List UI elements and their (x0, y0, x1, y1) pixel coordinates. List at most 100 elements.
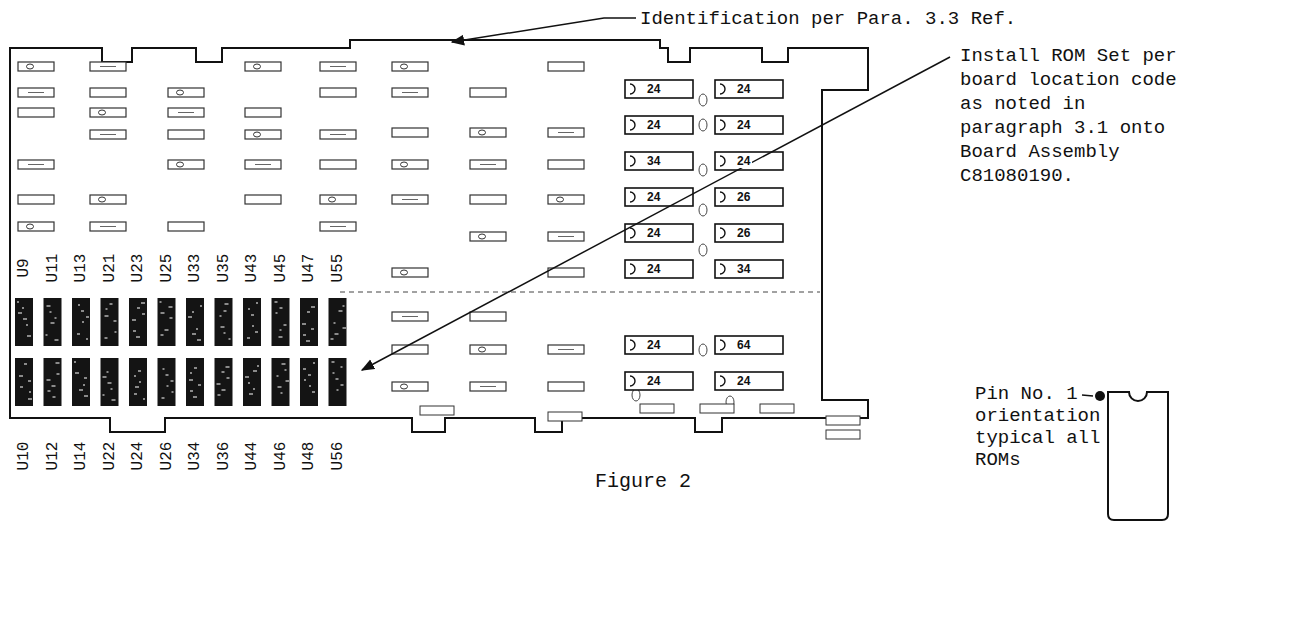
board-outline (10, 40, 868, 432)
rom-texture (193, 396, 197, 398)
component-mark (254, 132, 261, 137)
socket-label: U55 (330, 254, 346, 283)
component-mark (28, 164, 44, 165)
rom-texture (162, 397, 165, 399)
rom-texture (108, 382, 112, 384)
rom-socket (44, 358, 62, 406)
rom-texture (194, 367, 197, 369)
chip-marking: 24 (735, 154, 752, 168)
chip-notch (720, 192, 725, 202)
socket-label: U22 (102, 442, 118, 471)
small-component (548, 128, 584, 137)
socket-label: U21 (102, 254, 118, 283)
rom-texture (247, 337, 250, 339)
rom-socket (300, 358, 318, 406)
rom-texture (192, 333, 196, 335)
rom-texture (222, 371, 225, 373)
small-component (320, 222, 356, 231)
small-component (320, 88, 356, 97)
chip-notch (720, 84, 725, 94)
rom-socket (329, 298, 347, 346)
component-mark (402, 199, 418, 200)
large-chip (625, 80, 693, 98)
rom-texture (84, 377, 87, 379)
figure-caption: Figure 2 (595, 470, 691, 494)
rom-texture (136, 336, 140, 338)
component-mark (480, 164, 496, 165)
component-mark (401, 270, 408, 275)
small-component (18, 195, 54, 204)
rom-socket (158, 358, 176, 406)
chip-notch (630, 228, 635, 238)
chip-notch (720, 228, 725, 238)
rom-socket (101, 358, 119, 406)
rom-socket (44, 298, 62, 346)
component-mark (401, 64, 408, 69)
small-component (18, 222, 54, 231)
component-mark (479, 347, 486, 352)
rom-texture (311, 306, 315, 308)
component-mark (402, 92, 418, 93)
small-component (470, 232, 506, 241)
rom-texture (229, 338, 231, 340)
small-component (548, 232, 584, 241)
rom-texture (106, 308, 108, 310)
rom-texture (303, 368, 306, 370)
small-component (760, 404, 794, 413)
rom-texture (276, 312, 278, 314)
rom-texture (132, 319, 136, 321)
large-chip (715, 336, 783, 354)
rom-texture (167, 385, 169, 387)
rom-texture (137, 307, 140, 309)
rom-texture (339, 310, 343, 312)
small-component (548, 345, 584, 354)
identification-note: Identification per Para. 3.3 Ref. (640, 7, 1016, 31)
rom-texture (172, 391, 174, 393)
rom-texture (190, 390, 193, 392)
socket-label: U34 (187, 442, 203, 471)
rom-texture (26, 324, 28, 326)
component-mark (27, 64, 34, 69)
rom-texture (341, 384, 344, 386)
chip-notch (630, 340, 635, 350)
large-chip (715, 260, 783, 278)
small-component (392, 345, 428, 354)
rom-texture (86, 316, 89, 318)
rom-texture (198, 384, 201, 386)
rom-texture (55, 339, 59, 341)
small-component (90, 108, 126, 117)
rom-texture (114, 320, 117, 322)
small-component (470, 160, 506, 169)
rom-chip-outline (1108, 392, 1168, 520)
small-component (90, 62, 126, 71)
rom-sockets (15, 298, 347, 406)
component-mark (330, 226, 346, 227)
small-component (320, 130, 356, 139)
chip-marking: 24 (645, 262, 662, 276)
rom-texture (163, 368, 165, 370)
rom-texture (28, 398, 32, 400)
rom-texture (227, 377, 230, 379)
rom-texture (74, 361, 76, 363)
socket-label: U23 (130, 254, 146, 283)
chip-marking: 34 (735, 262, 752, 276)
small-component (392, 62, 428, 71)
rom-texture (50, 311, 52, 313)
rom-texture (23, 318, 27, 320)
rom-texture (313, 362, 315, 364)
rom-texture (84, 395, 88, 397)
rom-texture (81, 310, 84, 312)
socket-label: U13 (73, 254, 89, 283)
rom-texture (285, 369, 287, 371)
component-mark (479, 234, 486, 239)
rom-texture (161, 334, 164, 336)
rom-texture (28, 380, 31, 382)
rom-texture (160, 301, 162, 303)
rom-texture (188, 316, 192, 318)
small-component (320, 62, 356, 71)
chip-marking: 24 (735, 374, 752, 388)
component-mark (699, 204, 707, 216)
socket-label: U14 (73, 442, 89, 471)
small-component (90, 195, 126, 204)
small-component (168, 160, 204, 169)
